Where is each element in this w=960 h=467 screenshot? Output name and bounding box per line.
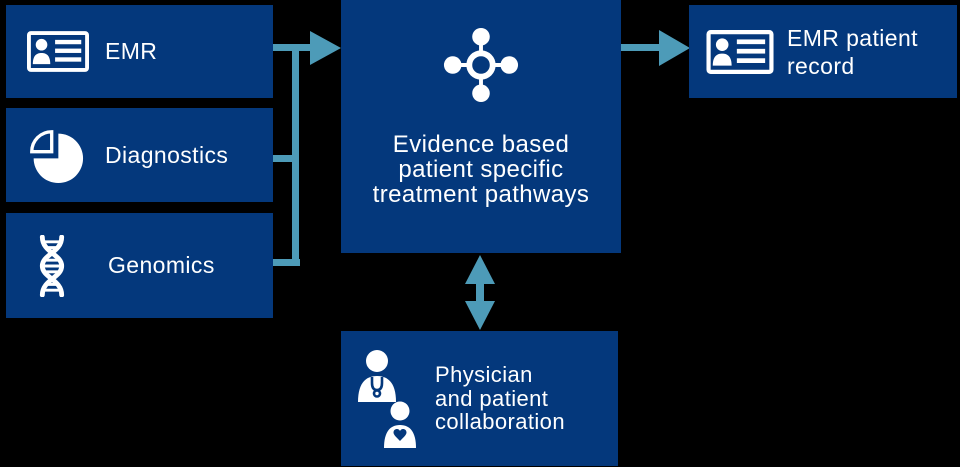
node-emr: EMR <box>6 5 273 98</box>
node-diagnostics-label: Diagnostics <box>105 141 229 168</box>
node-genomics: Genomics <box>6 213 273 318</box>
dna-icon <box>27 234 108 297</box>
pathways-line-3: treatment pathways <box>372 181 590 208</box>
node-emr-patient-record: EMR patient record <box>689 5 957 98</box>
node-emr-patient-record-label: EMR patient record <box>787 24 918 80</box>
arrowhead-into-pathways-icon <box>310 31 341 65</box>
node-diagnostics: Diagnostics <box>6 108 273 202</box>
node-treatment-pathways-label: Evidence based patient specific treatmen… <box>373 132 590 207</box>
pathways-line-2: patient specific <box>398 156 564 183</box>
node-physician-patient-collaboration: Physician and patient collaboration <box>341 331 618 466</box>
pathways-line-1: Evidence based <box>392 131 570 158</box>
node-treatment-pathways: Evidence based patient specific treatmen… <box>341 0 621 253</box>
double-arrow-bar <box>476 281 484 303</box>
id-card-icon <box>27 31 105 72</box>
node-emr-label: EMR <box>105 38 158 65</box>
node-genomics-label: Genomics <box>108 252 215 279</box>
id-card-icon <box>705 29 787 74</box>
connector-genomics-branch <box>273 259 300 266</box>
node-collaboration-label: Physician and patient collaboration <box>435 363 565 434</box>
double-arrow-down-icon <box>465 301 495 330</box>
arrowhead-into-record-icon <box>659 30 690 66</box>
connector-pathways-to-record <box>621 44 662 51</box>
pie-chart-icon <box>27 127 105 184</box>
double-arrow-up-icon <box>465 255 495 284</box>
collaboration-line-3: collaboration <box>435 409 565 435</box>
network-hub-icon <box>442 25 520 105</box>
emr-record-line-1: EMR patient <box>787 24 918 51</box>
connector-diagnostics-branch <box>273 155 299 162</box>
emr-record-line-2: record <box>787 52 855 79</box>
physician-patient-icon <box>355 348 435 450</box>
collaboration-line-1: Physician <box>435 362 533 388</box>
collaboration-line-2: and patient <box>435 385 549 411</box>
